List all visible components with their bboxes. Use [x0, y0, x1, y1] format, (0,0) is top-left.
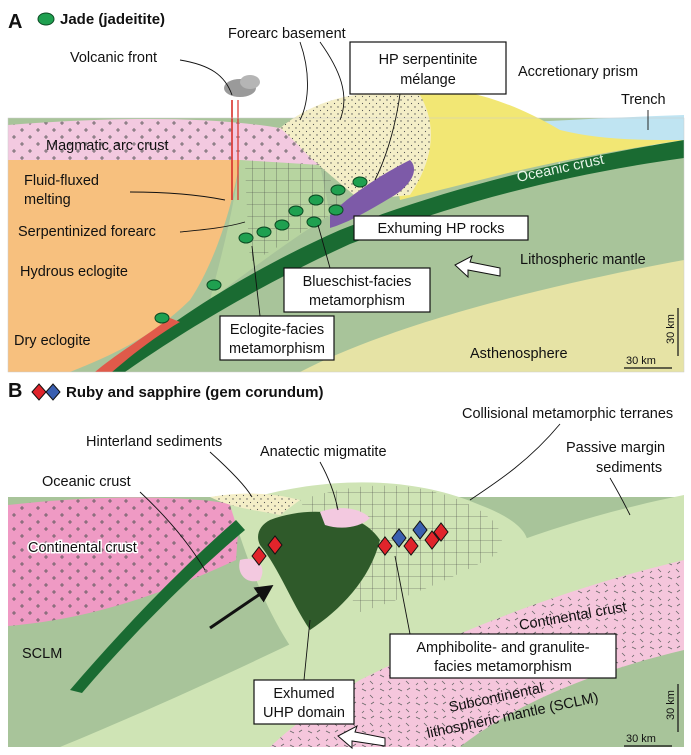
- label-accretionary-prism: Accretionary prism: [518, 64, 638, 80]
- ruby-legend-icon: [32, 384, 46, 400]
- jade-legend-label: Jade (jadeitite): [60, 11, 165, 28]
- jade-legend-icon: [38, 13, 54, 25]
- label-blueschist-2: metamorphism: [309, 293, 405, 309]
- label-passive-margin-1: Passive margin: [566, 440, 665, 456]
- label-magmatic-arc-crust: Magmatic arc crust: [46, 138, 168, 154]
- label-eclogite-facies-2: metamorphism: [229, 341, 325, 357]
- label-sclm: SCLM: [22, 646, 62, 662]
- label-hydrous-eclogite: Hydrous eclogite: [20, 264, 128, 280]
- label-exhumed-1: Exhumed: [273, 686, 334, 702]
- label-exhuming-hp: Exhuming HP rocks: [377, 221, 504, 237]
- label-lithospheric-mantle: Lithospheric mantle: [520, 252, 646, 268]
- label-forearc-basement: Forearc basement: [228, 26, 346, 42]
- label-exhumed-2: UHP domain: [263, 705, 345, 721]
- scale-h-label-b: 30 km: [626, 733, 656, 745]
- label-amphibolite-2: facies metamorphism: [434, 659, 572, 675]
- volcanic-plume-b: [240, 75, 260, 89]
- label-amphibolite-1: Amphibolite- and granulite-: [416, 640, 589, 656]
- label-hp-serpentinite-2: mélange: [400, 72, 456, 88]
- label-dry-eclogite: Dry eclogite: [14, 333, 91, 349]
- label-continental-crust-left: Continental crust: [28, 540, 137, 556]
- sapphire-legend-icon: [46, 384, 60, 400]
- scale-h-label-a: 30 km: [626, 355, 656, 367]
- label-fluid-fluxed-2: melting: [24, 192, 71, 208]
- label-passive-margin-2: sediments: [596, 460, 662, 476]
- label-blueschist-1: Blueschist-facies: [303, 274, 412, 290]
- label-volcanic-front: Volcanic front: [70, 50, 157, 66]
- panel-a-letter: A: [8, 11, 22, 33]
- panel-a: A Jade (jadeitite) Volcanic front Forear…: [8, 11, 684, 372]
- gem-legend-label: Ruby and sapphire (gem corundum): [66, 384, 324, 401]
- label-hinterland-sediments: Hinterland sediments: [86, 434, 222, 450]
- label-anatectic-migmatite: Anatectic migmatite: [260, 444, 387, 460]
- label-collisional-terranes: Collisional metamorphic terranes: [462, 406, 673, 422]
- scale-v-label-a: 30 km: [665, 314, 677, 344]
- label-eclogite-facies-1: Eclogite-facies: [230, 322, 324, 338]
- label-asthenosphere: Asthenosphere: [470, 346, 568, 362]
- label-hp-serpentinite-1: HP serpentinite: [379, 52, 478, 68]
- scale-v-label-b: 30 km: [665, 690, 677, 720]
- label-trench: Trench: [621, 92, 666, 108]
- panel-b: B Ruby and sapphire (gem corundum) Colli…: [8, 380, 684, 748]
- label-serpentinized-forearc: Serpentinized forearc: [18, 224, 156, 240]
- label-oceanic-crust-b: Oceanic crust: [42, 474, 131, 490]
- label-fluid-fluxed-1: Fluid-fluxed: [24, 173, 99, 189]
- panel-b-letter: B: [8, 380, 22, 402]
